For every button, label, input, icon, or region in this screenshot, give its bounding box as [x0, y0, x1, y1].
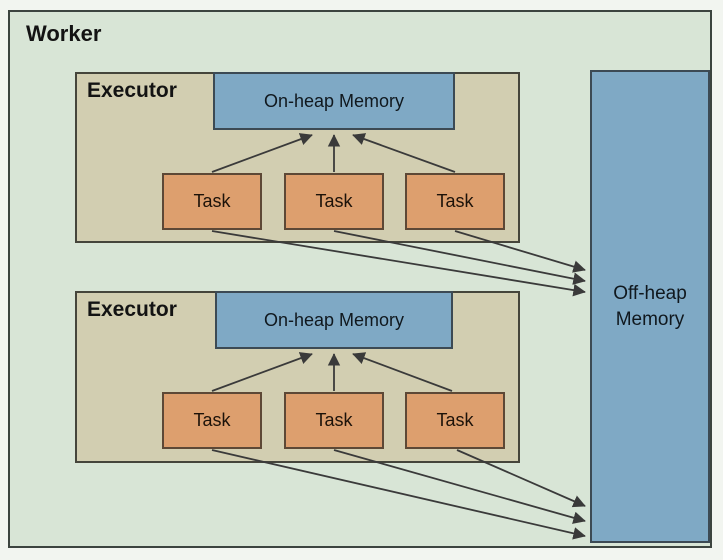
- task-1-3-label: Task: [436, 191, 474, 211]
- task-box-1-1: Task: [162, 173, 262, 230]
- task-2-1-label: Task: [193, 410, 231, 430]
- task-1-2-label: Task: [315, 191, 353, 211]
- task-box-1-2: Task: [284, 173, 384, 230]
- worker-label: Worker: [26, 21, 102, 46]
- executor-2-label: Executor: [87, 298, 177, 321]
- task-1-1-label: Task: [193, 191, 231, 211]
- task-box-2-2: Task: [284, 392, 384, 449]
- onheap-memory-2-label: On-heap Memory: [263, 309, 405, 330]
- offheap-memory-label: Off-heap Memory: [613, 282, 687, 330]
- task-2-3-label: Task: [436, 410, 474, 430]
- task-box-2-1: Task: [162, 392, 262, 449]
- onheap-memory-1-label: On-heap Memory: [263, 90, 405, 111]
- executor-1-label: Executor: [87, 79, 177, 102]
- task-box-1-3: Task: [405, 173, 505, 230]
- offheap-memory: Off-heap Memory: [590, 70, 710, 543]
- onheap-memory-1: On-heap Memory: [213, 72, 455, 130]
- task-box-2-3: Task: [405, 392, 505, 449]
- onheap-memory-2: On-heap Memory: [215, 291, 453, 349]
- task-2-2-label: Task: [315, 410, 353, 430]
